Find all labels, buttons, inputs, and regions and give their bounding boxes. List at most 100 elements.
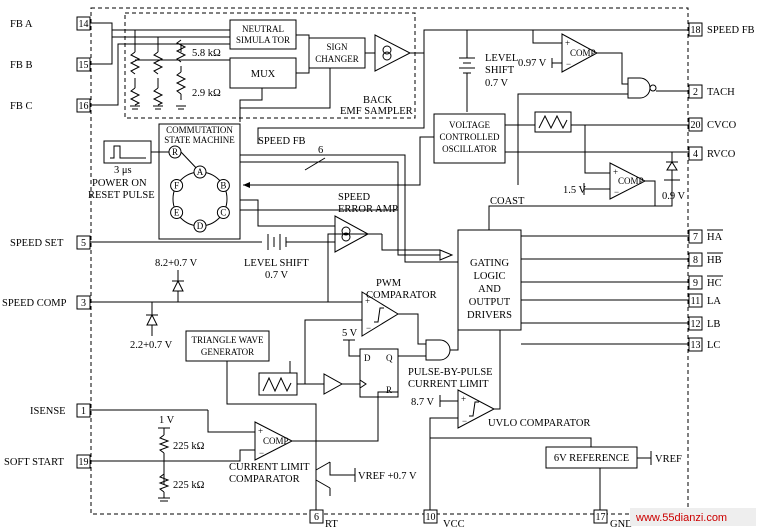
svg-text:+: + [258,426,263,436]
svg-text:7: 7 [693,232,698,243]
speed-fb-bus-label: SPEED FB [258,136,306,147]
back-emf-region [124,12,416,119]
pin-speed-comp: SPEED COMP 3 [2,295,91,310]
rt-transistor [315,461,356,510]
clamp-high-label: 8.2+0.7 V [155,258,198,269]
pin-vcc: 10 VCC [423,509,465,529]
pin-fb-b: FB B 15 [10,57,91,72]
pin-fb-b-num: 15 [79,60,89,71]
svg-text:6: 6 [314,512,319,523]
state-c-circle [216,206,230,219]
reset-r-label: R [172,147,178,157]
transconductance-amp-top [374,34,412,72]
pin-hb: 8 HB [688,252,723,267]
watermark: www.55dianzi.com [635,512,727,524]
v1-label: 1 V [159,415,175,426]
d-flip-flop: D Q R [359,348,399,398]
svg-text:COMP: COMP [570,48,596,58]
soft-start-divider [158,427,170,502]
pin-rvco: 4 RVCO [688,146,736,161]
pin-rvco-label: RVCO [707,149,736,160]
comparator-rvco: + − COMP [609,162,647,200]
fb-input-wires [90,22,230,110]
svg-text:STATE MACHINE: STATE MACHINE [164,135,235,145]
pin-speed-set: SPEED SET 5 [10,235,91,250]
pin-speed-comp-num: 3 [81,298,86,309]
watermark-bg [630,508,756,526]
pin-fb-c: FB C 16 [10,98,91,113]
current-limit-l1: CURRENT LIMIT [229,462,310,473]
pin-lb: 12 LB [688,316,720,331]
svg-text:GENERATOR: GENERATOR [201,347,254,357]
pwm-comp-l1: PWM [376,278,402,289]
pulse-by-pulse-l2: CURRENT LIMIT [408,379,489,390]
pin-hc: 9 HC [688,275,723,290]
pin-isense-label: ISENSE [30,406,66,417]
svg-text:OUTPUT: OUTPUT [469,297,511,308]
svg-text:−: − [366,323,371,333]
svg-text:4: 4 [693,149,698,160]
svg-text:COMMUTATION: COMMUTATION [166,125,233,135]
pin-soft-start-label: SOFT START [4,457,64,468]
power-on-reset [103,140,169,164]
pin-isense: ISENSE 1 [30,403,91,418]
speed-error-amp-l1: SPEED [338,192,371,203]
level-shift-mid-l1: LEVEL SHIFT [244,258,309,269]
svg-text:COMP: COMP [618,176,644,186]
pin-rt-label: RT [325,519,338,529]
vco-block: VOLTAGE CONTROLLED OSCILLATOR [433,113,506,164]
power-on-label-1: POWER ON [92,178,147,189]
v15-label: 1.5 V [563,185,587,196]
coast-label: COAST [490,196,525,207]
pin-ha-label: HA [707,232,723,243]
pulse-buffer [323,373,344,395]
vref-label: VREF [655,454,682,465]
svg-text:NEUTRAL: NEUTRAL [242,24,284,34]
svg-text:CONTROLLED: CONTROLLED [440,132,500,142]
level-shift-top-l3: 0.7 V [485,78,509,89]
r225-top-label: 225 kΩ [173,441,205,452]
vco-waveform [534,111,572,133]
level-shift-top [459,30,475,112]
pin-la-label: LA [707,296,721,307]
svg-text:+: + [461,394,466,404]
r225-bot-label: 225 kΩ [173,480,205,491]
svg-text:+: + [613,167,618,177]
pin-la: 11 LA [688,293,721,308]
svg-text:COMP: COMP [263,436,289,446]
v87-label: 8.7 V [411,397,435,408]
state-f-circle [170,179,184,192]
state-c-label: C [220,208,226,218]
svg-text:10: 10 [426,512,436,523]
clamp-diode-low [146,302,158,336]
pin-ha: 7 HA [688,229,723,244]
state-d-label: D [197,221,204,231]
mux-block: MUX [229,57,297,89]
triangle-generator: TRIANGLE WAVE GENERATOR [185,330,270,362]
current-limit-comparator: + − COMP [254,421,294,461]
pin-cvco-label: CVCO [707,120,737,131]
svg-text:GATING: GATING [470,258,509,269]
speed-error-amp-l2: ERROR AMP [338,204,398,215]
pin-tach: 2 TACH [688,84,735,99]
r-58k-label: 5.8 kΩ [192,48,221,59]
svg-text:AND: AND [478,284,501,295]
svg-text:−: − [566,59,571,69]
r-29k-label: 2.9 kΩ [192,88,221,99]
svg-text:CHANGER: CHANGER [315,54,359,64]
state-b-circle [216,179,230,192]
svg-text:18: 18 [691,25,701,36]
pin-speed-set-label: SPEED SET [10,238,64,249]
level-shift-top-l2: SHIFT [485,65,515,76]
clamp-diode-high [172,270,184,302]
pwm-comp-l2: COMPARATOR [366,290,437,301]
pin-tach-label: TACH [707,87,735,98]
pwm-and-gate [425,339,451,361]
svg-text:20: 20 [691,120,701,131]
pin-fb-a: FB A 14 [10,16,91,31]
triangle-waveform [258,372,298,396]
pin-speed-comp-label: SPEED COMP [2,298,67,309]
svg-text:OSCILLATOR: OSCILLATOR [442,144,497,154]
